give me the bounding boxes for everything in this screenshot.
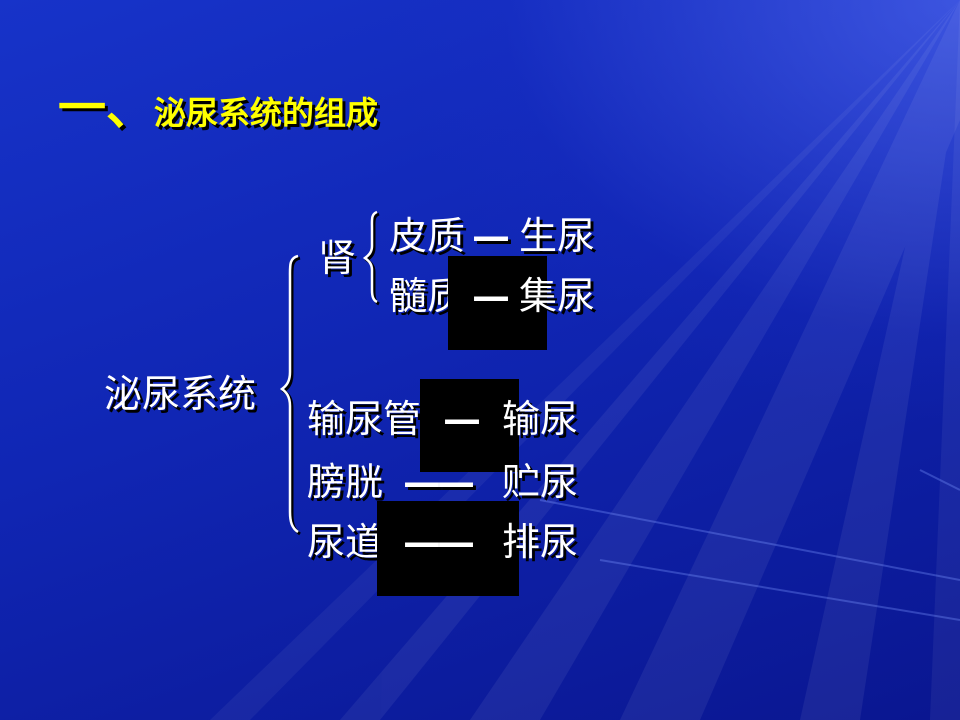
medulla-function: 集尿	[519, 274, 596, 318]
bladder-label: 膀胱	[307, 460, 384, 504]
large-brace	[281, 256, 301, 536]
urethra-function: 排尿	[502, 520, 579, 564]
root-label: 泌尿系统	[104, 372, 257, 416]
ureter-label: 输尿管	[307, 397, 422, 441]
urethra-dash: ——	[403, 519, 475, 564]
title-number: 一、	[58, 80, 155, 136]
black-box-3	[377, 501, 519, 596]
ureter-function: 输尿	[502, 397, 579, 441]
cortex-dash: —	[472, 213, 510, 258]
black-box-2	[420, 379, 519, 472]
bladder-dash: ——	[403, 459, 475, 504]
ureter-dash: —	[443, 396, 481, 441]
medulla-dash: —	[472, 273, 510, 318]
cortex-label: 皮质	[389, 214, 466, 258]
black-box-1	[448, 256, 547, 350]
slide-title: 一、泌尿系统的组成	[58, 78, 378, 138]
cortex-function: 生尿	[519, 214, 596, 258]
kidney-label: 肾	[318, 236, 357, 280]
bladder-function: 贮尿	[502, 460, 579, 504]
urethra-label: 尿道	[307, 520, 384, 564]
title-text: 泌尿系统的组成	[154, 94, 379, 132]
